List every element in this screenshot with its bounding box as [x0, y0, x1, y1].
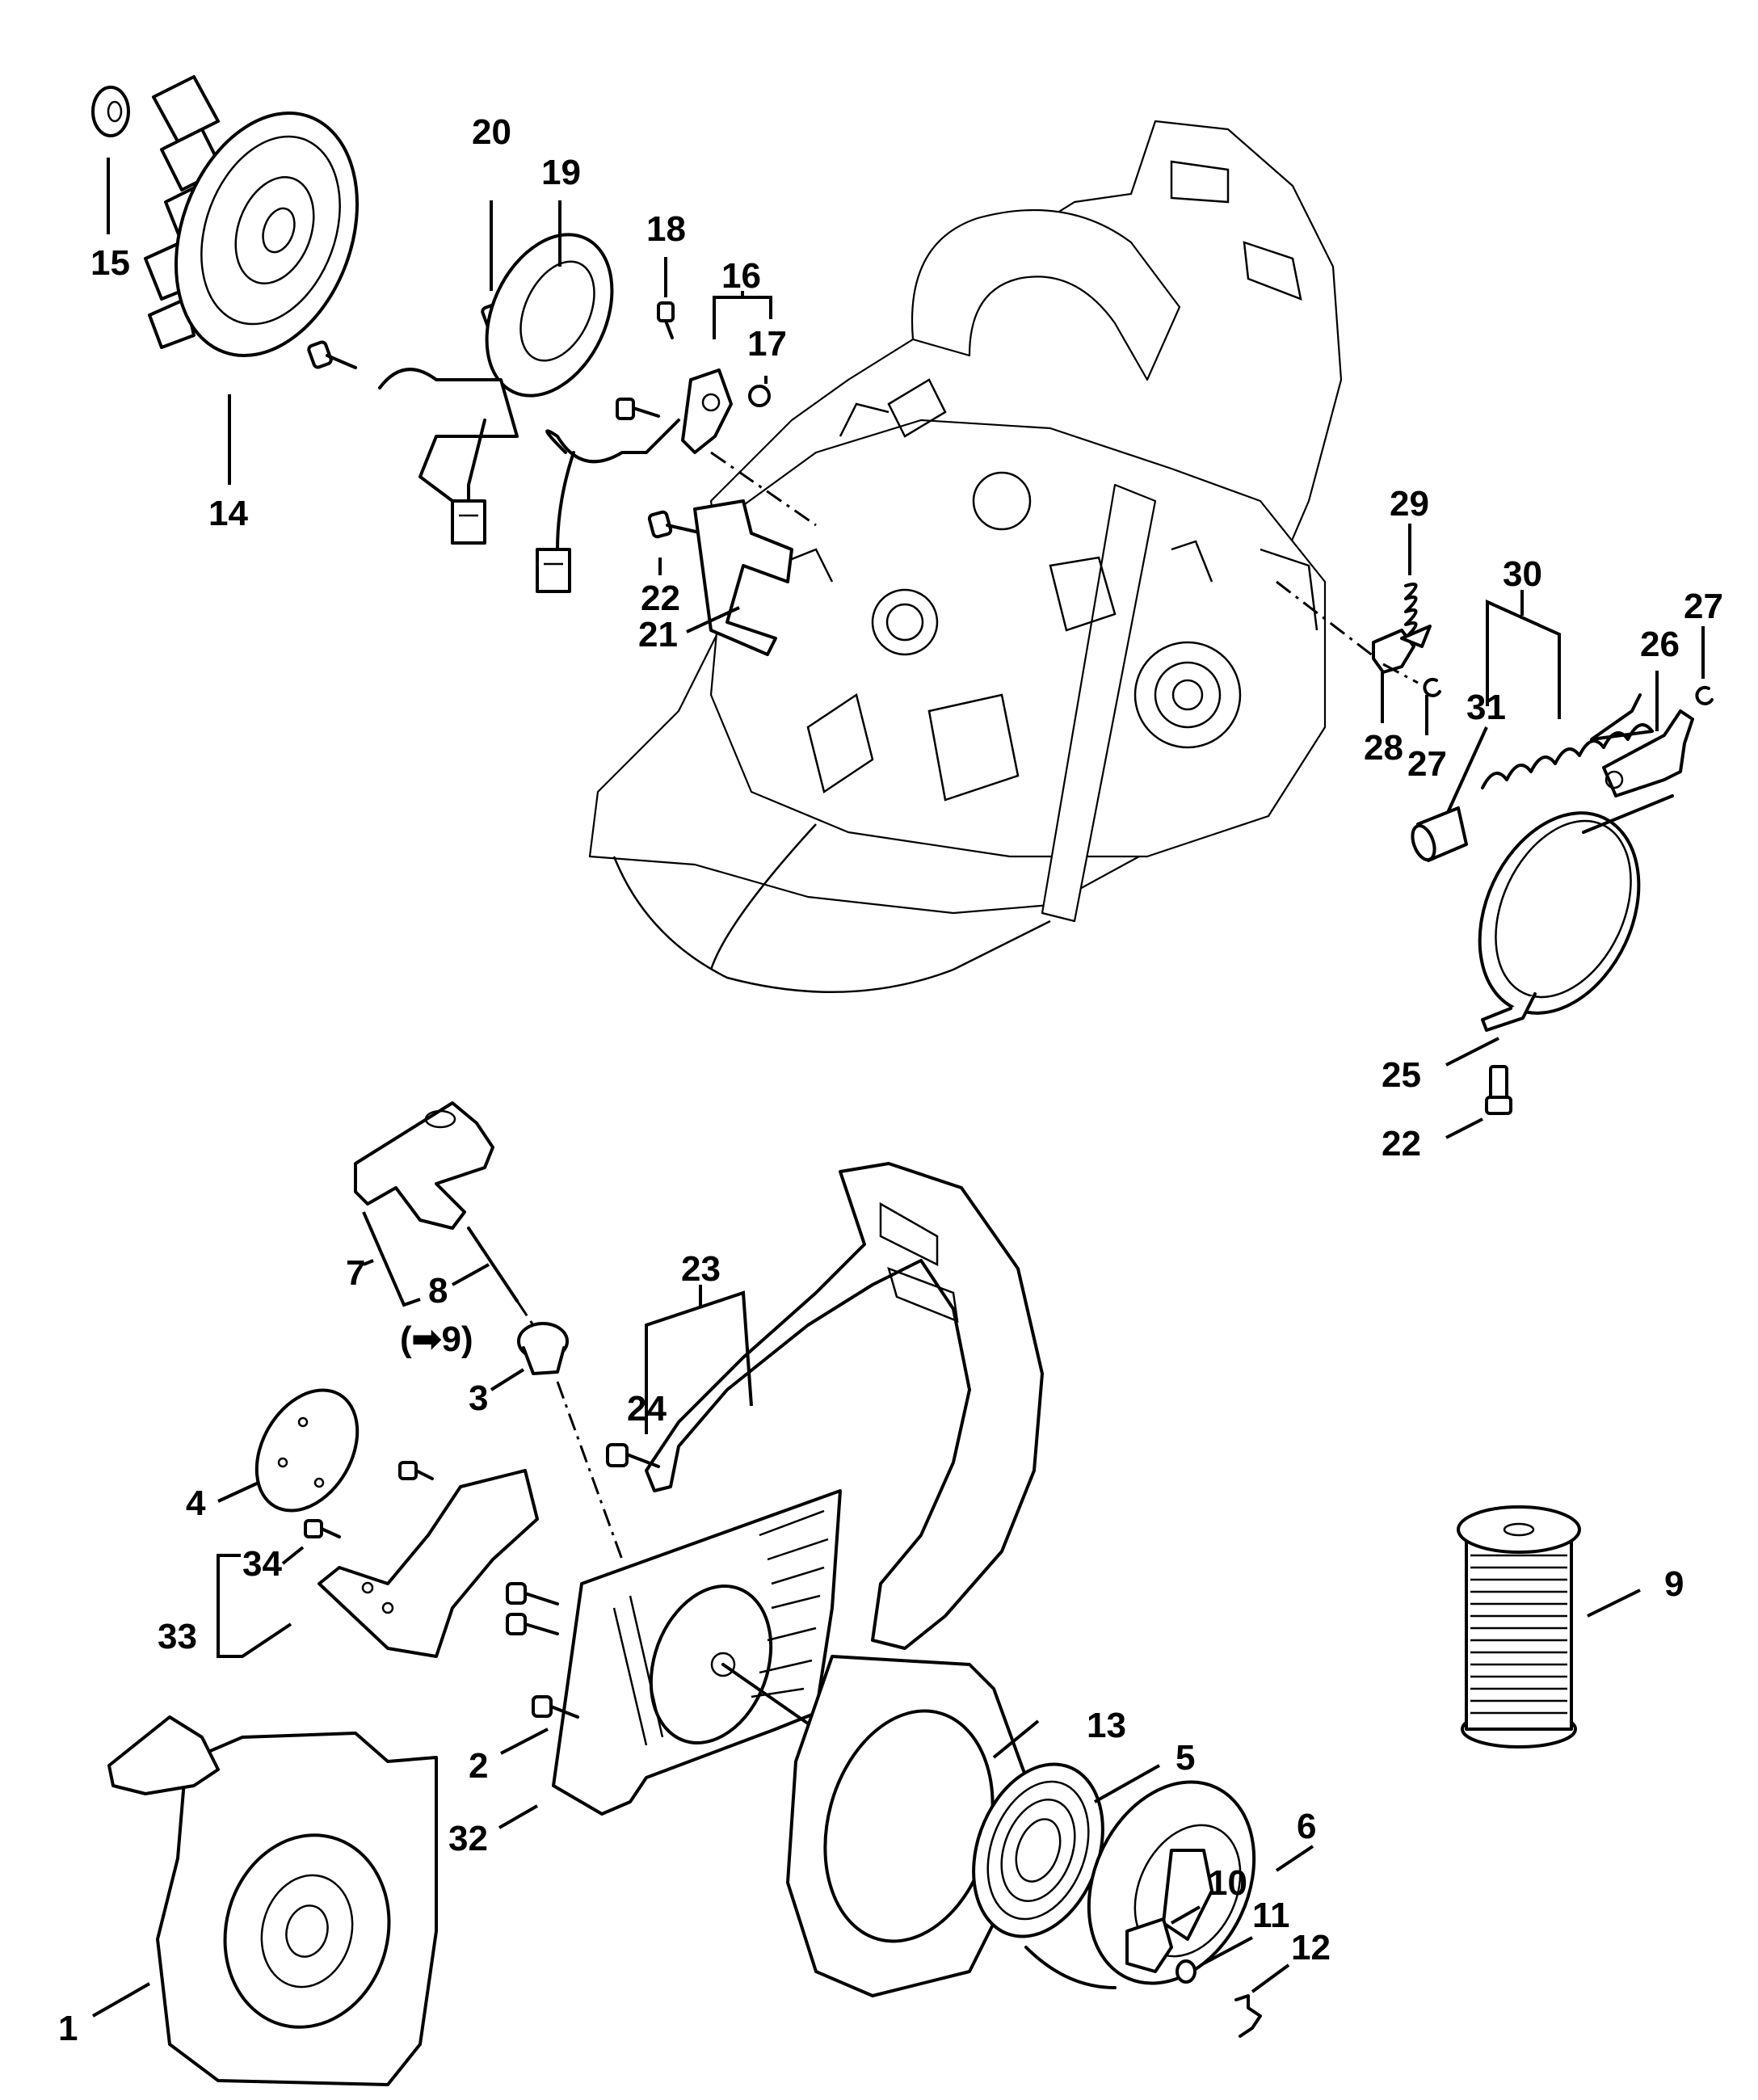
- callout-16: 16: [721, 256, 761, 296]
- callout-30: 30: [1503, 554, 1542, 594]
- callout-26: 26: [1640, 625, 1680, 664]
- callout-6: 6: [1297, 1807, 1316, 1846]
- callout-17: 17: [747, 324, 787, 364]
- part-starter-rope: [467, 1227, 535, 1326]
- callout-25: 25: [1382, 1055, 1421, 1095]
- callout-22-right: 22: [1382, 1124, 1421, 1164]
- callout-18: 18: [646, 209, 686, 249]
- callout-15: 15: [90, 243, 130, 283]
- callout-2: 2: [469, 1746, 488, 1786]
- part-spring-clip-12: [1234, 1994, 1262, 2038]
- callout-12: 12: [1291, 1928, 1331, 1967]
- callout-10: 10: [1208, 1863, 1247, 1903]
- callout-14: 14: [208, 494, 248, 533]
- callout-27-left: 27: [1407, 744, 1447, 784]
- part-tension-spring-30: [1481, 693, 1654, 789]
- part-starter-grip: [354, 1101, 494, 1230]
- part-bracket-33: [318, 1469, 539, 1658]
- callout-3: 3: [469, 1378, 488, 1418]
- part-starter-cover: [107, 1715, 438, 2086]
- chainsaw-powerhead: [588, 120, 1343, 994]
- part-fan-housing: [552, 1489, 842, 1816]
- part-brake-band-25: [1478, 794, 1674, 1032]
- callout-28: 28: [1364, 728, 1403, 768]
- part-brake-lever-26: [1602, 709, 1694, 797]
- callout-34: 34: [242, 1544, 282, 1584]
- part-pawl-10: [1125, 1917, 1173, 1973]
- part-rope-spool-9: [1457, 1505, 1581, 1749]
- callout-1: 1: [58, 2009, 78, 2048]
- part-screw: [304, 1461, 434, 1538]
- part-screw: [1485, 1065, 1512, 1115]
- part-washer-11: [1176, 1959, 1197, 1984]
- part-spring-housing-13: [786, 1655, 1028, 1997]
- callout-4: 4: [186, 1483, 206, 1523]
- part-sleeve-31: [1411, 806, 1468, 862]
- callout-13: 13: [1087, 1706, 1126, 1745]
- callout-8: 8: [428, 1271, 448, 1311]
- part-spring-29: [1404, 583, 1418, 639]
- part-short-circuit-wire: [536, 368, 733, 593]
- callout-11: 11: [1252, 1896, 1290, 1935]
- part-screw: [616, 301, 675, 420]
- part-screw: [647, 510, 704, 539]
- part-screw: [606, 1443, 660, 1468]
- callout-27-right: 27: [1684, 587, 1723, 626]
- callout-33: 33: [158, 1617, 197, 1656]
- callout-20: 20: [472, 112, 511, 152]
- part-front-handle: [645, 1162, 1044, 1650]
- callout-22-top: 22: [641, 579, 680, 618]
- callout-32: 32: [448, 1819, 488, 1858]
- callout-5: 5: [1176, 1738, 1195, 1778]
- callout-9: 9: [1664, 1564, 1684, 1604]
- part-e-clip: [1423, 677, 1441, 697]
- callout-24: 24: [627, 1389, 667, 1429]
- callout-19: 19: [541, 153, 581, 192]
- part-flywheel: [144, 75, 360, 358]
- part-rope-guide: [517, 1322, 569, 1375]
- callout-7: 7: [346, 1253, 365, 1293]
- part-flywheel-nut: [91, 86, 130, 137]
- part-e-clip: [1695, 685, 1714, 705]
- part-lever-28: [1372, 625, 1432, 674]
- part-screw: [506, 1582, 579, 1719]
- part-clip: [748, 385, 771, 407]
- part-ignition-module: [378, 233, 614, 545]
- part-cover-plate-4: [254, 1388, 360, 1513]
- callout-29: 29: [1390, 484, 1429, 524]
- callout-31: 31: [1466, 688, 1506, 727]
- callout-8-reference: (➡9): [400, 1319, 473, 1359]
- callout-21: 21: [638, 615, 678, 654]
- callout-23: 23: [681, 1249, 721, 1289]
